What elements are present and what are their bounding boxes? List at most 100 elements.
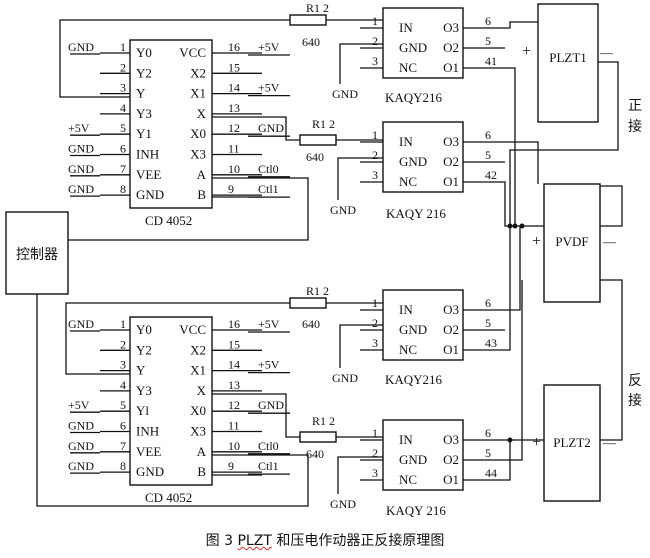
mux_top-right-ext-label: Ctl0 — [258, 162, 279, 176]
relay-2-left-pin-num: 1 — [372, 128, 378, 142]
mux_bottom-right-ext-label: Ctl0 — [258, 439, 279, 453]
forward-label-1: 正 — [628, 98, 642, 114]
relay-1-right-pin-num: 6 — [485, 14, 491, 28]
relay-1-left-pin-num: 1 — [372, 14, 378, 28]
relay-1-left-pin-name: IN — [399, 20, 413, 35]
actuator-plzt2-label: PLZT2 — [553, 435, 591, 450]
actuator-plzt2-minus: — — [602, 435, 617, 450]
relay-4-right-pin-name: O3 — [443, 432, 459, 447]
relay-2-left-pin-num: 2 — [372, 148, 378, 162]
mux_top-left-pin-num: 6 — [120, 142, 126, 156]
mux_top-right-pin-name: A — [197, 167, 207, 182]
caption-rest: 和压电作动器正反接原理图 — [271, 533, 445, 549]
relay-3-left-pin-num: 2 — [372, 316, 378, 330]
mux_bottom-right-pin-name: X3 — [190, 424, 206, 439]
resistor-2-label: R1 2 — [312, 117, 335, 131]
mux_bottom-left-pin-num: 5 — [120, 398, 126, 412]
mux_top-right-pin-name: X — [197, 106, 207, 121]
mux_top-right-pin-name: B — [197, 187, 206, 202]
resistor-3-value: 640 — [302, 317, 320, 331]
mux_top-left-ext-label: GND — [68, 40, 94, 54]
resistor-3-label: R1 2 — [306, 284, 329, 298]
actuator-plzt2: PLZT2 + — — [532, 384, 617, 502]
relay-2-left-pin-name: IN — [399, 134, 413, 149]
relay-2-right-pin-name: O3 — [443, 134, 459, 149]
relay-4-right-pin-num: 6 — [485, 426, 491, 440]
mux_top-right-pin-num: 9 — [228, 182, 234, 196]
mux_top-right-pin-name: X0 — [190, 126, 206, 141]
mux_bottom-left-pin-num: 7 — [120, 439, 126, 453]
mux_bottom-right-pin-num: 16 — [228, 317, 240, 331]
mux_bottom-right-pin-num: 12 — [228, 398, 240, 412]
relay-3-right-pin-name: O2 — [443, 322, 459, 337]
mux_top-right-pin-num: 13 — [228, 101, 240, 115]
actuator-pvdf-minus: — — [602, 234, 617, 249]
relay-2-gnd-label: GND — [330, 203, 356, 217]
relay-1-left-pin-name: GND — [399, 40, 427, 55]
mux_top-right-pin-num: 16 — [228, 40, 240, 54]
figure-caption: 图 3 PLZT 和压电作动器正反接原理图 — [0, 530, 650, 550]
mux_top-right-pin-num: 12 — [228, 121, 240, 135]
mux_bottom-right-pin-name: X1 — [190, 363, 206, 378]
mux_bottom-left-ext-label: GND — [68, 459, 94, 473]
mux_bottom-left-ext-label: +5V — [68, 398, 90, 412]
relay-1-right-pin-name: O2 — [443, 40, 459, 55]
mux_top-left-ext-label: GND — [68, 162, 94, 176]
mux_top-left-pin-num: 1 — [120, 40, 126, 54]
resistor-2-value: 640 — [306, 150, 324, 164]
mux_bottom-right-pin-num: 10 — [228, 439, 240, 453]
mux_bottom-left-pin-num: 8 — [120, 459, 126, 473]
mux_top-left-pin-name: Y0 — [136, 45, 152, 60]
mux_top-right-pin-num: 10 — [228, 162, 240, 176]
mux_top-left-pin-name: Y2 — [136, 65, 152, 80]
mux_bottom-right-ext-label: GND — [258, 398, 284, 412]
mux_bottom-right-pin-name: X0 — [190, 403, 206, 418]
relay-3-left-pin-name: GND — [399, 322, 427, 337]
relay-2-name: KAQY 216 — [386, 206, 446, 221]
relay-4-right-pin-num: 5 — [485, 446, 491, 460]
reverse-label-2: 接 — [628, 392, 642, 409]
mux_top-left-pin-name: INH — [136, 147, 159, 162]
mux_top-right-pin-num: 11 — [228, 142, 240, 156]
relay-2-right-pin-num: 6 — [485, 128, 491, 142]
relay-3-left-pin-num: 1 — [372, 296, 378, 310]
actuator-plzt1-minus: — — [599, 45, 614, 60]
relay-2: KAQY 216 — [382, 121, 464, 221]
relay-4-right-pin-name: O1 — [443, 472, 459, 487]
mux_top-right-pin-name: X1 — [190, 86, 206, 101]
mux-top-name: CD 4052 — [145, 213, 192, 228]
mux_bottom-left-pin-num: 4 — [120, 378, 126, 392]
mux_top-left-pin-num: 7 — [120, 162, 126, 176]
relay-1-left-pin-num: 2 — [372, 34, 378, 48]
mux_top-left-pin-name: Y1 — [136, 126, 152, 141]
circuit-diagram: 控制器 CD 4052 CD 4052 KAQY216 KAQY 216 KAQ… — [5, 1, 642, 518]
relay-4-left-pin-num: 3 — [372, 466, 378, 480]
mux_top-right-pin-num: 14 — [228, 81, 240, 95]
relay-1: KAQY216 — [382, 7, 464, 105]
mux_bottom-right-pin-name: VCC — [179, 322, 206, 337]
mux_top-left-ext-label: GND — [68, 182, 94, 196]
mux_bottom-right-pin-name: X2 — [190, 342, 206, 357]
actuator-plzt1-label: PLZT1 — [549, 50, 587, 65]
mux_top-left-pin-name: Y — [136, 86, 146, 101]
mux_bottom-right-pin-num: 11 — [228, 419, 240, 433]
mux_top-right-pin-name: VCC — [179, 45, 206, 60]
mux-bottom: CD 4052 — [129, 316, 213, 505]
mux_top-right-pin-num: 15 — [228, 60, 240, 74]
relay-2-left-pin-name: GND — [399, 154, 427, 169]
mux_top-left-pin-num: 5 — [120, 121, 126, 135]
actuator-pvdf-plus: + — [532, 233, 541, 250]
relay-2-left-pin-name: NC — [399, 174, 417, 189]
actuator-plzt1-plus: + — [522, 43, 531, 60]
mux_bottom-left-pin-name: VEE — [136, 444, 161, 459]
resistor-1-label: R1 2 — [306, 1, 329, 15]
relay-3-left-pin-name: NC — [399, 342, 417, 357]
mux_bottom-left-pin-name: Y3 — [136, 383, 152, 398]
actuator-plzt2-plus: + — [532, 434, 541, 451]
mux_top-right-ext-label: +5V — [258, 81, 280, 95]
mux_bottom-right-pin-name: A — [197, 444, 207, 459]
mux_bottom-left-pin-num: 6 — [120, 419, 126, 433]
mux_bottom-right-pin-name: X — [197, 383, 207, 398]
resistor-4-value: 640 — [306, 447, 324, 461]
relay-3-right-pin-name: O3 — [443, 302, 459, 317]
